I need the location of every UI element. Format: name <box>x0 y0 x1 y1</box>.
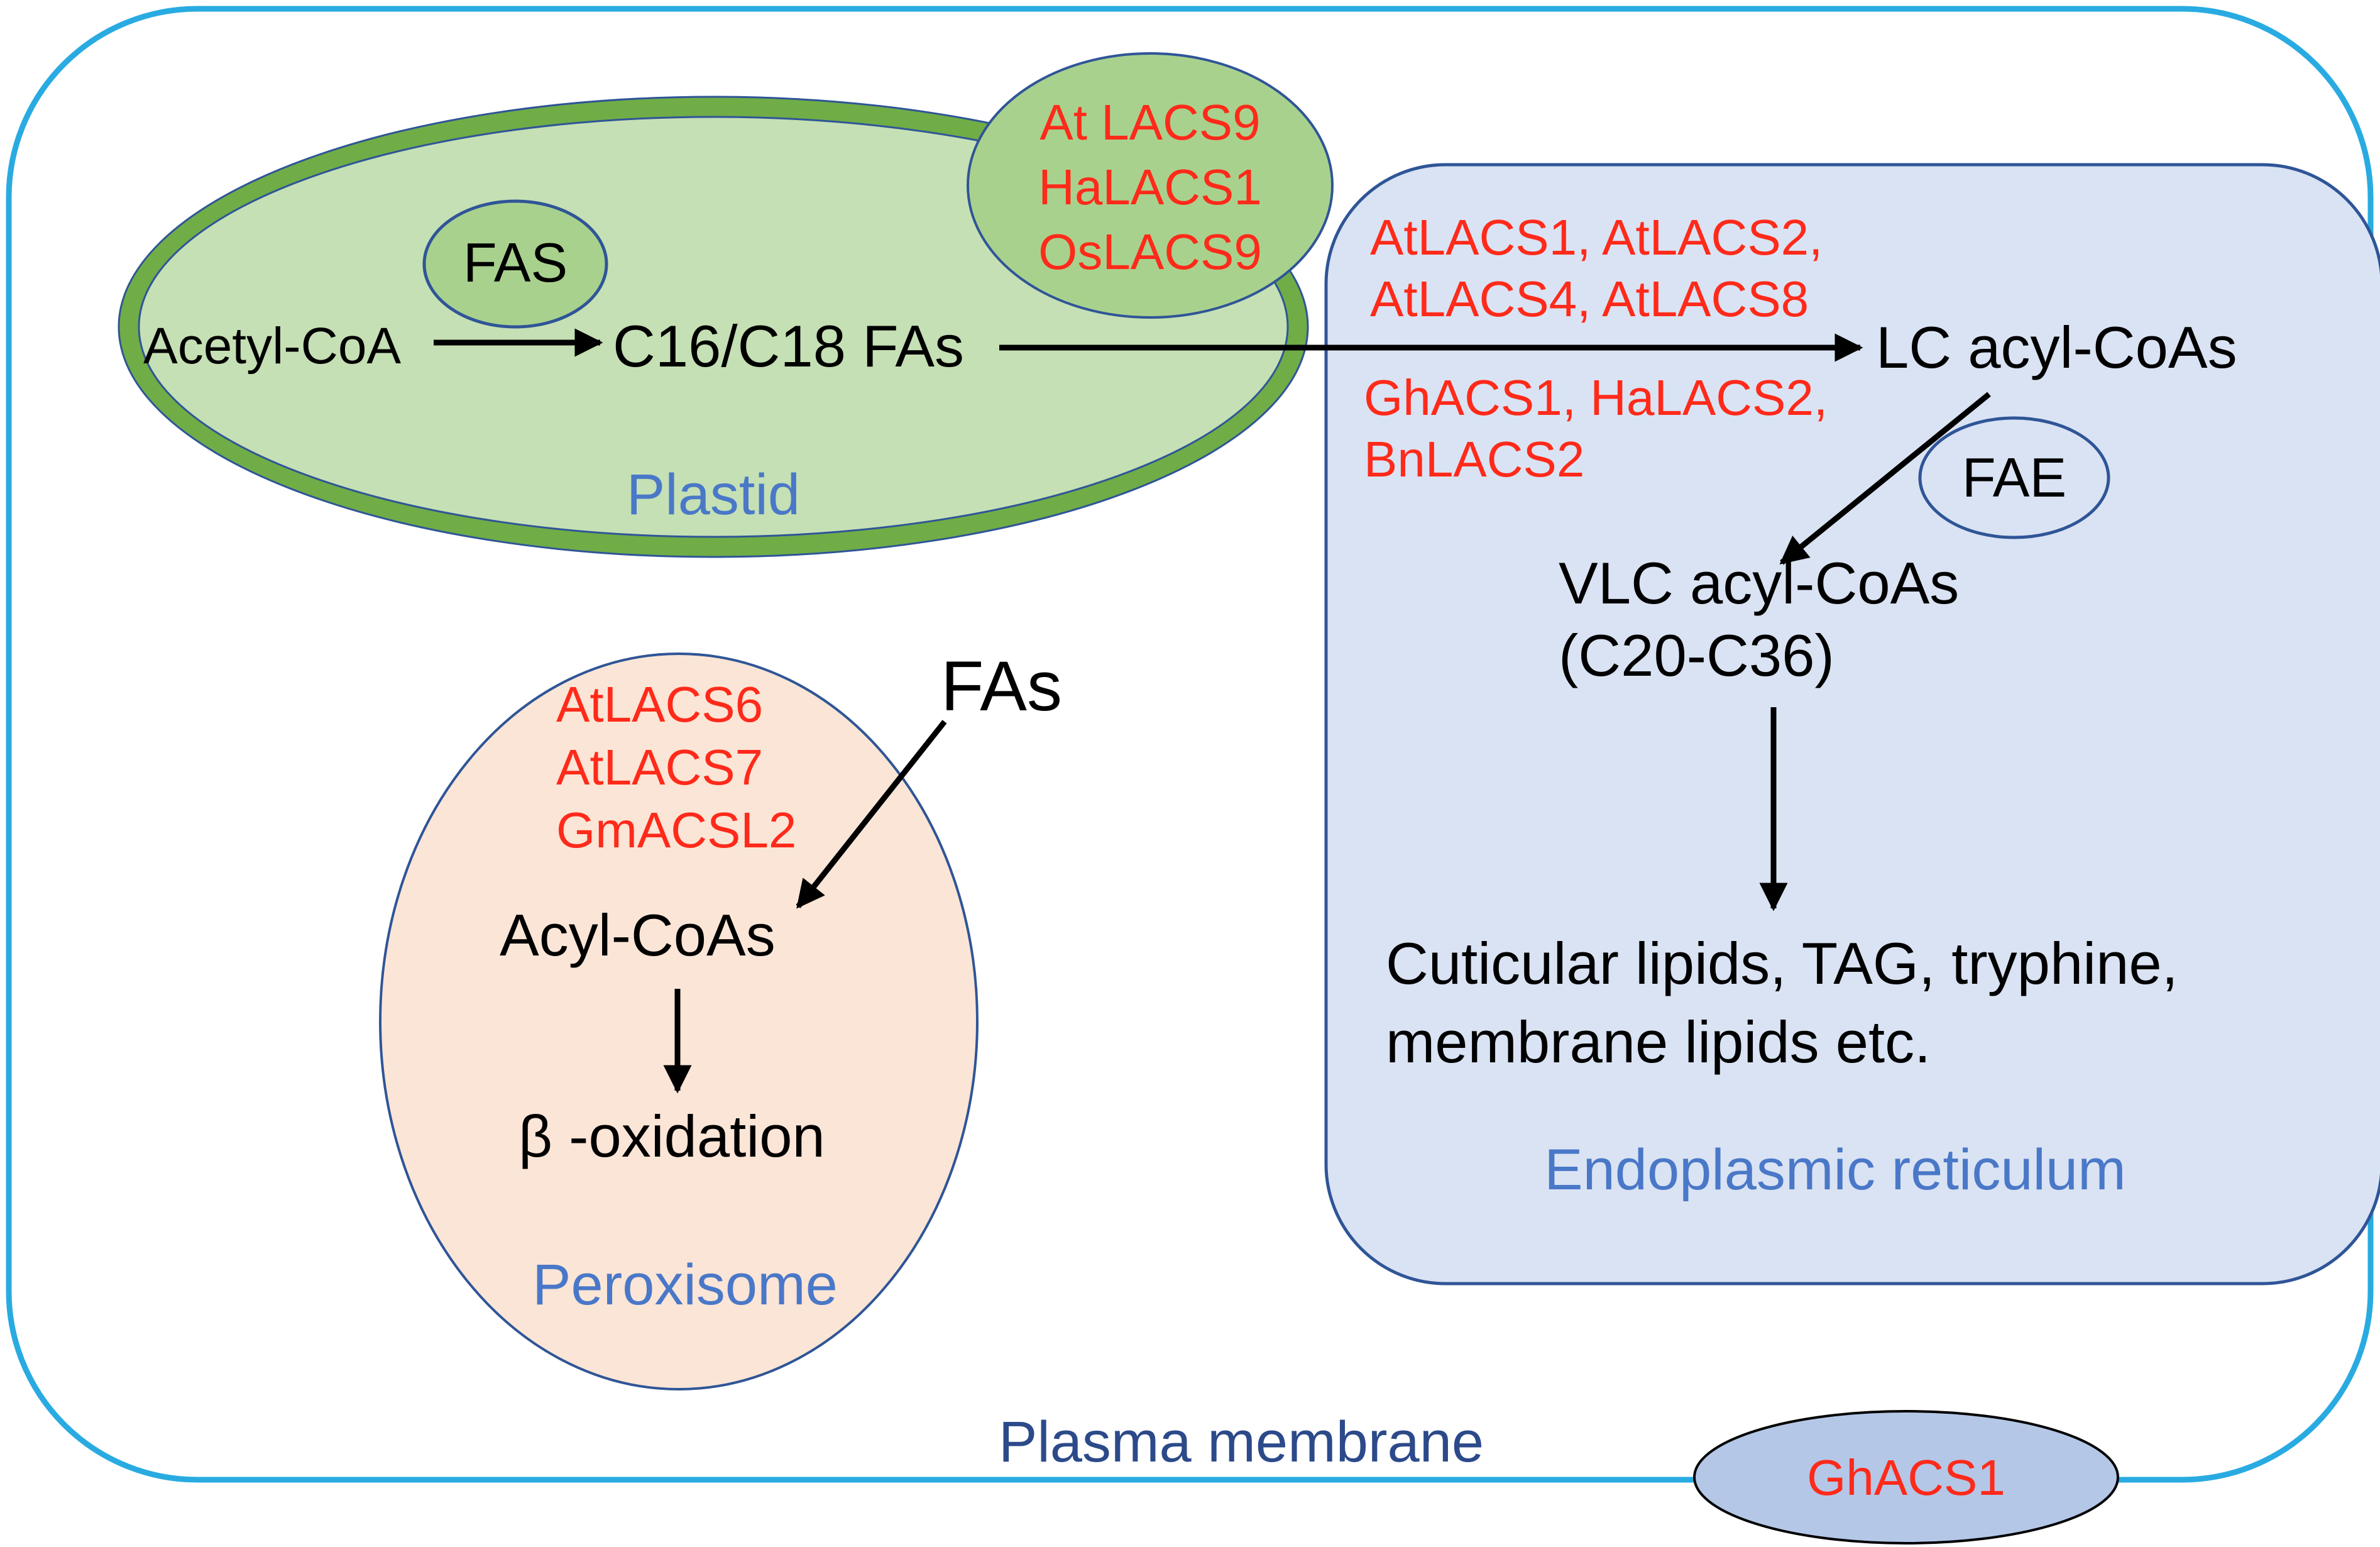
arrow-lc-to-vlc <box>1779 392 1991 565</box>
plastid-gene-3: OsLACS9 <box>1038 224 1262 280</box>
plastid-gene-2: HaLACS1 <box>1038 159 1262 215</box>
er-genes-line-4: BnLACS2 <box>1364 431 1584 487</box>
fae-label: FAE <box>1962 446 2066 509</box>
ghacs1-membrane-protein <box>1693 1410 2119 1544</box>
vlc-acyl-coas-label: VLC acyl-CoAs <box>1559 550 1959 616</box>
acyl-coas-label: Acyl-CoAs <box>500 902 776 968</box>
er-genes-line-2: AtLACS4, AtLACS8 <box>1370 271 1809 327</box>
plasma-membrane-label: Plasma membrane <box>999 1410 1484 1474</box>
lc-acyl-coas-label: LC acyl-CoAs <box>1876 314 2237 380</box>
fae-enzyme-bubble <box>1918 416 2110 539</box>
plastid-lacs-bubble <box>967 52 1334 319</box>
acetyl-coa-label: Acetyl-CoA <box>143 317 401 375</box>
fas-input-label: FAs <box>941 647 1062 725</box>
peroxisome-gene-1: AtLACS6 <box>556 676 763 732</box>
peroxisome-gene-3: GmACSL2 <box>556 802 796 858</box>
plastid-label: Plastid <box>627 463 800 527</box>
fas-enzyme-bubble <box>422 199 608 329</box>
plastid-gene-1: At LACS9 <box>1039 94 1260 150</box>
beta-oxidation-label: β -oxidation <box>518 1103 825 1169</box>
fas-label: FAS <box>463 231 568 294</box>
ghacs1-label: GhACS1 <box>1807 1450 2005 1506</box>
er-products-line-2: membrane lipids etc. <box>1386 1009 1931 1075</box>
er-genes-line-1: AtLACS1, AtLACS2, <box>1370 209 1823 265</box>
er-products-line-1: Cuticular lipids, TAG, tryphine, <box>1386 930 2178 996</box>
er-compartment <box>1324 163 2380 1285</box>
peroxisome-gene-2: AtLACS7 <box>556 739 763 795</box>
arrow-fas-to-acylcoa <box>796 720 947 909</box>
plastid-inner-membrane <box>138 116 1289 538</box>
er-label: Endoplasmic reticulum <box>1544 1138 2125 1202</box>
er-genes-line-3: GhACS1, HaLACS2, <box>1364 370 1828 426</box>
c16-c18-fas-label: C16/C18 FAs <box>613 313 964 379</box>
peroxisome-label: Peroxisome <box>532 1253 838 1317</box>
vlc-chain-range-label: (C20-C36) <box>1559 622 1834 688</box>
plastid-outer-membrane <box>118 96 1309 558</box>
